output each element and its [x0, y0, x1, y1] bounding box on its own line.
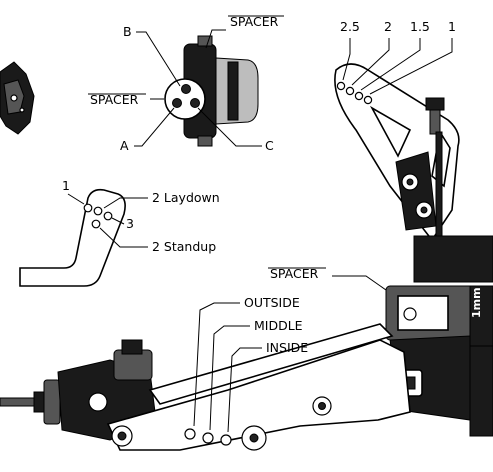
caster-hole-a: [172, 98, 182, 108]
tower-holes: [336, 81, 373, 105]
caster-block: [164, 35, 259, 147]
b-label: B: [123, 24, 132, 39]
lower-arm-assembly: [0, 323, 411, 451]
caster-hole-b: [181, 84, 191, 94]
spacer-top-label: SPACER: [230, 14, 279, 29]
mm-label: 1mm: [470, 287, 483, 318]
spacer-left-label: SPACER: [90, 92, 139, 107]
hole-1-label: 1: [448, 19, 456, 34]
mount-hole-3: [103, 211, 113, 221]
caster-hole-c: [190, 98, 200, 108]
partial-knuckle-left: [0, 61, 35, 135]
spacer-right-label: SPACER: [270, 266, 319, 281]
shock-tower: [334, 63, 460, 243]
three-label: 3: [126, 216, 134, 231]
a-label: A: [120, 138, 129, 153]
link-mount-part: [19, 188, 126, 287]
c-label: C: [265, 138, 274, 153]
mount-hole-2s: [91, 219, 101, 229]
inside-label: INSIDE: [266, 340, 308, 355]
mount-hole-1: [83, 203, 93, 213]
middle-label: MIDDLE: [254, 318, 303, 333]
standup-label: 2 Standup: [152, 239, 216, 254]
outside-label: OUTSIDE: [244, 295, 300, 310]
laydown-label: 2 Laydown: [152, 190, 220, 205]
mount-hole-2l: [93, 206, 103, 216]
one-label: 1: [62, 178, 70, 193]
bulkhead: [385, 235, 493, 437]
hole-2-5-label: 2.5: [340, 19, 360, 34]
hole-1-5-label: 1.5: [410, 19, 430, 34]
hole-2-label: 2: [384, 19, 392, 34]
